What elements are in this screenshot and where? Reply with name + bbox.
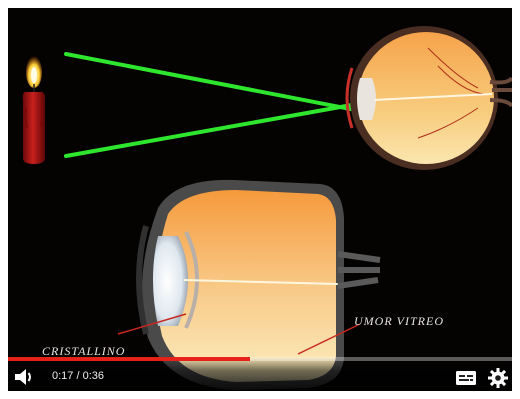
volume-icon bbox=[14, 368, 36, 386]
candle-illustration bbox=[23, 56, 46, 164]
captions-icon bbox=[456, 371, 476, 385]
progress-bar[interactable] bbox=[8, 357, 512, 361]
progress-fill bbox=[8, 357, 250, 361]
time-display: 0:17 / 0:36 bbox=[52, 370, 104, 382]
captions-button[interactable] bbox=[454, 368, 478, 388]
player-controls: 0:17 / 0:36 bbox=[8, 357, 512, 391]
gear-icon bbox=[488, 368, 508, 388]
volume-button[interactable] bbox=[12, 367, 38, 387]
settings-button[interactable] bbox=[486, 366, 510, 390]
eye-diagram-small bbox=[347, 26, 512, 170]
video-player[interactable]: CRISTALLINO UMOR VITREO 0:17 / 0:36 bbox=[8, 8, 512, 391]
video-frame bbox=[8, 8, 512, 391]
label-umor-vitreo: UMOR VITREO bbox=[354, 314, 444, 329]
